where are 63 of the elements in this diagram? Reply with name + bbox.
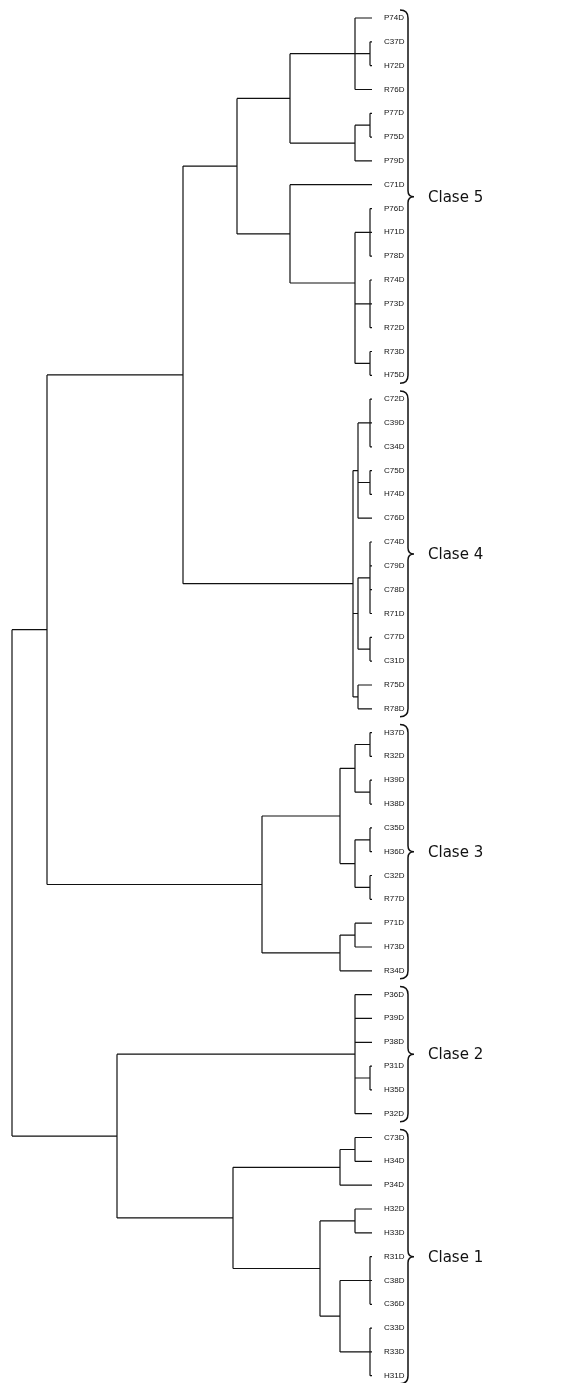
leaf-label: R77D bbox=[384, 894, 405, 905]
class-label: Clase 4 bbox=[428, 545, 484, 563]
leaf-label: R33D bbox=[384, 1346, 405, 1357]
leaf-label: P39D bbox=[384, 1013, 404, 1024]
leaf-label: P38D bbox=[384, 1037, 404, 1048]
leaf-label: P32D bbox=[384, 1108, 404, 1119]
leaf-label: H39D bbox=[384, 775, 405, 786]
leaf-label: C34D bbox=[384, 441, 405, 452]
leaf-label: C73D bbox=[384, 1132, 405, 1143]
leaf-label: H74D bbox=[384, 489, 405, 500]
leaf-label: R71D bbox=[384, 608, 405, 619]
leaf-label: R72D bbox=[384, 322, 405, 333]
leaf-label: P78D bbox=[384, 251, 404, 262]
leaf-label: R31D bbox=[384, 1251, 405, 1262]
leaf-label: R75D bbox=[384, 680, 405, 690]
leaf-label: C75D bbox=[384, 465, 405, 476]
leaf-label: C35D bbox=[384, 822, 405, 833]
leaf-label: H32D bbox=[384, 1204, 405, 1214]
leaf-label: H31D bbox=[384, 1370, 405, 1381]
leaf-label: C38D bbox=[384, 1275, 405, 1286]
leaf-label: H71D bbox=[384, 227, 405, 238]
leaf-label: C78D bbox=[384, 584, 405, 595]
class-label: Clase 3 bbox=[428, 842, 484, 861]
leaf-label: C71D bbox=[384, 179, 405, 190]
leaf-label: R34D bbox=[384, 965, 405, 976]
leaf-label: C31D bbox=[384, 656, 405, 667]
leaf-label: H75D bbox=[384, 370, 405, 381]
leaf-label: C76D bbox=[384, 513, 405, 524]
class-label: Clase 1 bbox=[428, 1247, 484, 1266]
leaf-label: C39D bbox=[384, 417, 405, 428]
leaf-label: P75D bbox=[384, 132, 404, 143]
leaf-label: C36D bbox=[384, 1299, 405, 1310]
leaf-label: R32D bbox=[384, 751, 405, 762]
leaf-label: H73D bbox=[384, 942, 405, 952]
leaf-label: P71D bbox=[384, 918, 404, 929]
leaf-label: P34D bbox=[384, 1180, 404, 1191]
leaf-label: C37D bbox=[384, 36, 405, 47]
leaf-label: H33D bbox=[384, 1227, 405, 1238]
leaf-label: C79D bbox=[384, 560, 405, 571]
leaf-label: P73D bbox=[384, 298, 404, 309]
leaf-label: R78D bbox=[384, 703, 405, 714]
leaf-label: H34D bbox=[384, 1156, 405, 1167]
leaf-label: P76D bbox=[384, 203, 404, 214]
leaf-label: H36D bbox=[384, 846, 405, 857]
leaf-label: P79D bbox=[384, 155, 404, 166]
leaf-label: P74D bbox=[384, 13, 404, 23]
leaf-label: R76D bbox=[384, 84, 405, 95]
class-label: Clase 2 bbox=[428, 1045, 484, 1064]
leaf-label: P36D bbox=[384, 989, 404, 1000]
leaf-label: P31D bbox=[384, 1061, 404, 1072]
leaf-label: P77D bbox=[384, 108, 404, 119]
leaf-label: H37D bbox=[384, 727, 405, 738]
leaf-label: H35D bbox=[384, 1084, 405, 1095]
leaf-label: R73D bbox=[384, 346, 405, 357]
leaf-label: H72D bbox=[384, 60, 405, 71]
leaf-label: C74D bbox=[384, 537, 405, 547]
leaf-label: C77D bbox=[384, 632, 405, 643]
leaf-label: C32D bbox=[384, 870, 405, 881]
leaf-label: C72D bbox=[384, 394, 405, 405]
leaf-label: H38D bbox=[384, 799, 405, 810]
leaf-label: R74D bbox=[384, 275, 405, 285]
class-label: Clase 5 bbox=[428, 187, 484, 206]
leaf-label: C33D bbox=[384, 1323, 405, 1334]
